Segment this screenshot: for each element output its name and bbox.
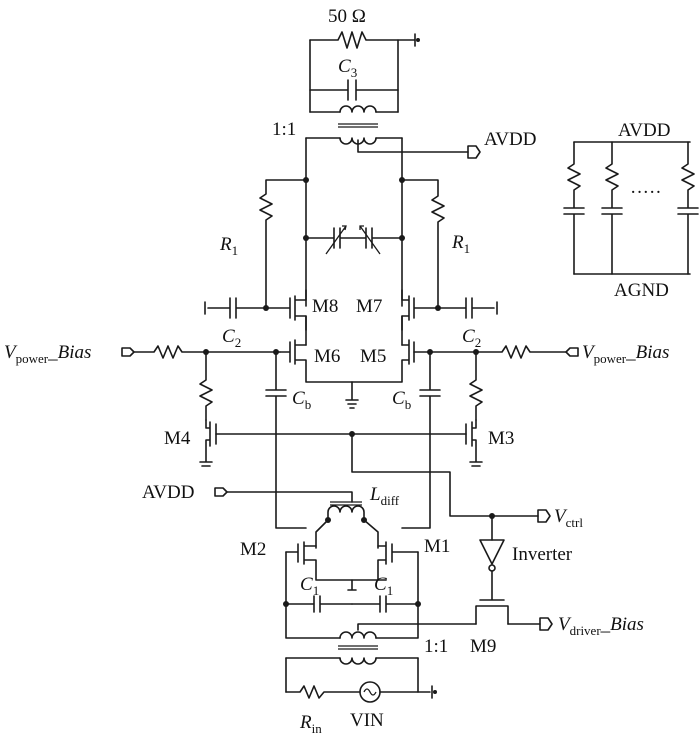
m8-label: M8 (312, 296, 338, 317)
vin-label: VIN (350, 710, 384, 731)
control-network (475, 515, 553, 631)
m1-label: M1 (424, 536, 450, 557)
c1-left-label: C1 (300, 574, 319, 598)
inset-avdd-label: AVDD (618, 120, 670, 141)
c2-right-label: C2 (462, 326, 481, 350)
m6-label: M6 (314, 346, 340, 367)
m4-label: M4 (164, 428, 191, 449)
ldiff-label: Ldiff (369, 484, 400, 508)
output-load-network (305, 31, 481, 159)
load-resistor-label: 50 Ω (328, 6, 366, 27)
c1-right-label: C1 (374, 574, 393, 598)
m3-label: M3 (488, 428, 514, 449)
rin-label: Rin (299, 712, 322, 736)
cascode-top-stage (204, 137, 498, 346)
vpower-bias-right: Vpower_Bias (582, 342, 669, 366)
c2-left-label: C2 (222, 326, 241, 350)
r1-right-label: R1 (451, 232, 470, 256)
m5-label: M5 (360, 346, 386, 367)
m2-label: M2 (240, 539, 266, 560)
avdd-top-label: AVDD (484, 129, 536, 150)
vpower-bias-left: Vpower_Bias (4, 342, 91, 366)
driver-stage (214, 487, 477, 703)
m9-label: M9 (470, 636, 496, 657)
inset-ellipsis: ····· (630, 182, 662, 203)
avdd-mid-label: AVDD (142, 482, 194, 503)
m7-label: M7 (356, 296, 382, 317)
inverter-label: Inverter (512, 544, 573, 565)
bottom-transformer-ratio: 1:1 (424, 636, 448, 657)
inset-agnd-label: AGND (614, 280, 669, 301)
cb-right-label: Cb (392, 388, 411, 412)
decoupling-inset (563, 141, 699, 275)
c3-label: C3 (338, 56, 357, 80)
vctrl-label: Vctrl (554, 506, 583, 530)
cb-left-label: Cb (292, 388, 311, 412)
power-stage (121, 339, 579, 529)
top-transformer-ratio: 1:1 (272, 119, 296, 140)
r1-left-label: R1 (219, 234, 238, 258)
vdriver-bias-label: Vdriver_Bias (558, 614, 644, 638)
